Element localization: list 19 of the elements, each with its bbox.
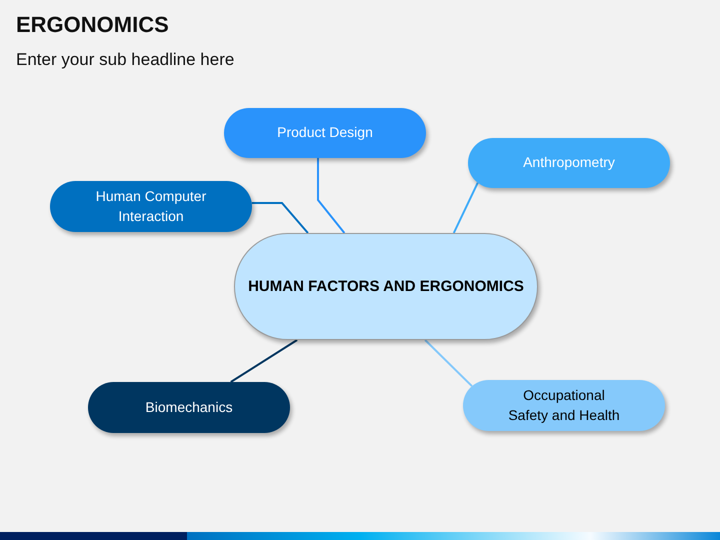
node-text: Product Design (277, 123, 373, 142)
central-topic-pill (234, 233, 538, 340)
node-text: Biomechanics (145, 398, 233, 417)
topic-pill (224, 108, 426, 158)
topic-pill (50, 181, 252, 232)
connector-line (452, 182, 479, 234)
connector-line (317, 158, 346, 234)
title: ERGONOMICS (16, 12, 169, 38)
connector-line (424, 339, 473, 387)
node-text: Human Computer Interaction (94, 186, 208, 226)
topic-pill (463, 380, 665, 431)
topic-pill (88, 382, 290, 433)
node-text: Anthropometry (523, 153, 615, 172)
connector-line (252, 202, 309, 234)
node-text: HUMAN FACTORS AND ERGONOMICS (248, 277, 524, 297)
subtitle: Enter your sub headline here (16, 50, 234, 70)
connector-line (230, 339, 298, 383)
node-text: Occupational Safety and Health (507, 386, 621, 425)
topic-pill (468, 138, 670, 188)
